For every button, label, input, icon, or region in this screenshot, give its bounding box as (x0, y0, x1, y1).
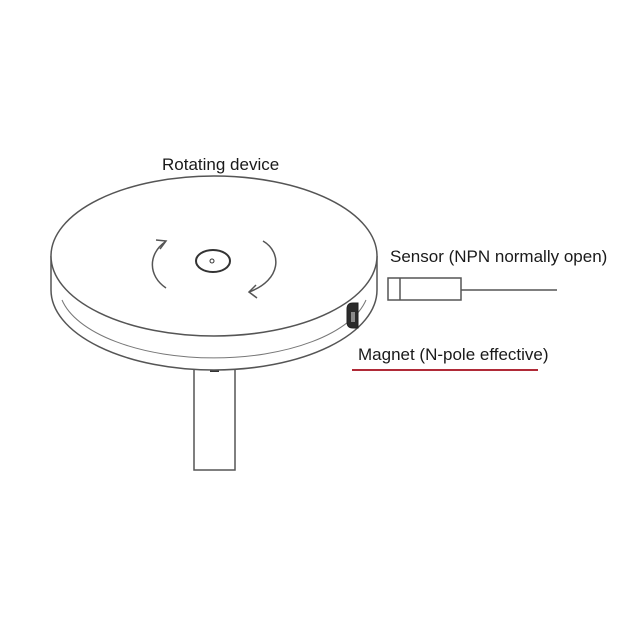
magnet-label-underline (352, 369, 538, 371)
magnet (346, 302, 359, 329)
rotating-device-label: Rotating device (162, 155, 280, 174)
disk-inner-edge (61, 299, 367, 359)
sensor-label: Sensor (NPN normally open) (390, 247, 608, 266)
center-hub (195, 249, 231, 273)
sensor (387, 277, 462, 301)
shaft (193, 366, 236, 471)
curved-arrows-icon (151, 239, 277, 299)
magnet-label: Magnet (N-pole effective) (358, 345, 549, 364)
